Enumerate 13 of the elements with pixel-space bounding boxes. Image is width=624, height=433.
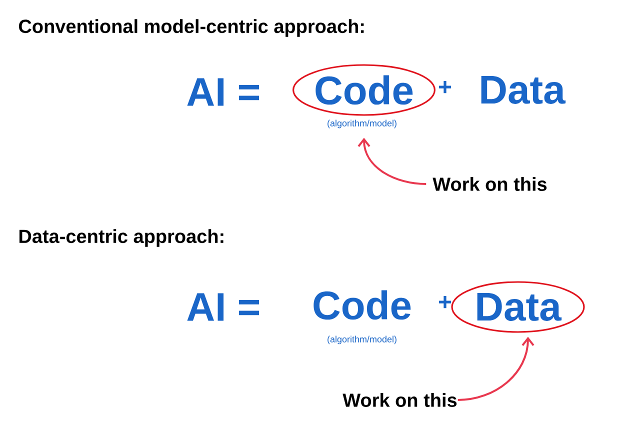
- equation-term: Code: [314, 290, 411, 320]
- callout-text: Work on this: [432, 177, 547, 191]
- heading: Conventional model-centric approach:: [19, 19, 364, 37]
- equation-term: Data: [481, 76, 566, 104]
- callout-text: Work on this: [342, 393, 457, 407]
- equation-term: AI =: [187, 293, 259, 321]
- arrow: [458, 336, 534, 401]
- arrow: [358, 138, 426, 185]
- circled-word: Code: [292, 64, 436, 116]
- subtitle: (algorithm/model): [328, 120, 396, 128]
- heading: Data-centric approach:: [19, 229, 224, 247]
- subtitle: (algorithm/model): [328, 336, 396, 344]
- circled-word: Data: [451, 281, 585, 333]
